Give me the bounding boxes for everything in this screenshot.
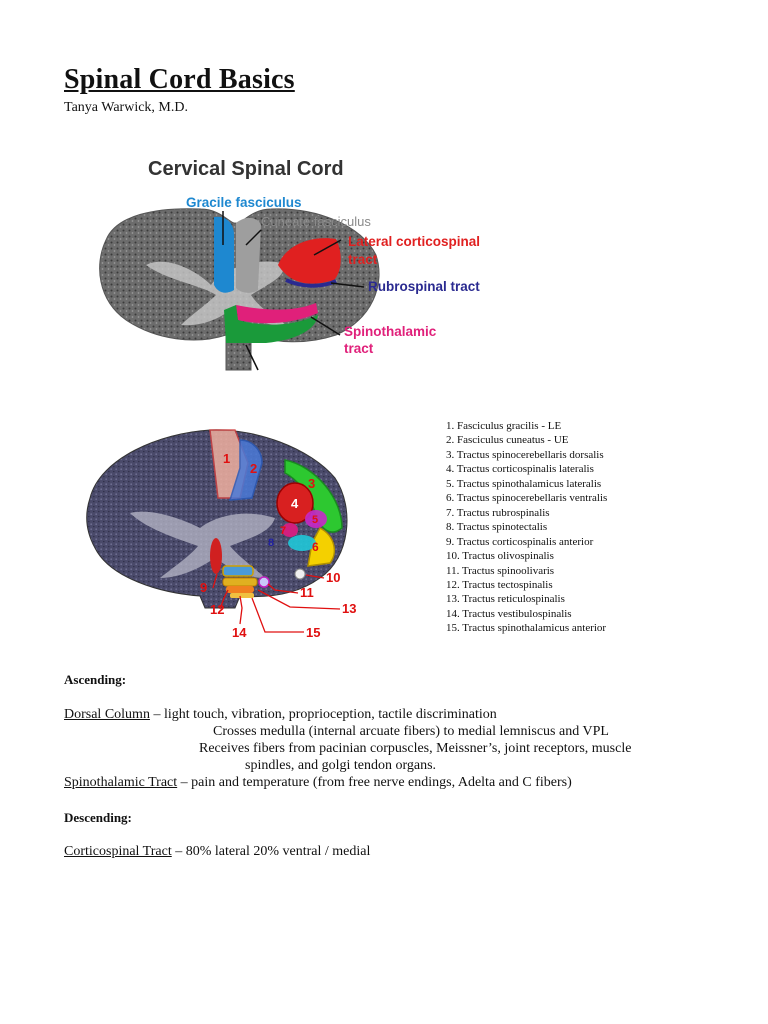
tract-num-5: 5	[312, 514, 318, 526]
list-item: 12. Tractus tectospinalis	[446, 578, 553, 591]
label-cuneate: Cuneate fasciculus	[261, 214, 371, 229]
list-item: 7. Tractus rubrospinalis	[446, 506, 550, 519]
numbered-tracts-figure: 1 2 3 4 5 6 7 8 9 10 11 12 13 14 15	[86, 429, 356, 640]
tract-2	[228, 439, 263, 501]
list-item: 4. Tractus corticospinalis lateralis	[446, 463, 594, 476]
gray-matter-2	[130, 511, 275, 578]
tract-num-7: 7	[280, 525, 286, 537]
tract-num-4: 4	[291, 496, 299, 511]
list-item: 10. Tractus olivospinalis	[446, 550, 554, 563]
tract-13	[222, 577, 258, 587]
list-item: 5. Tractus spinothalamicus lateralis	[446, 477, 602, 490]
tract-num-6: 6	[312, 540, 319, 554]
label-lateral-2: tract	[348, 252, 378, 267]
tract-num-13: 13	[342, 601, 356, 616]
gracile-tract	[214, 216, 234, 293]
cuneate-tract	[236, 217, 261, 293]
list-item: 6. Tractus spinocerebellaris ventralis	[446, 492, 608, 505]
dorsal-line-4: spindles, and golgi tendon organs.	[245, 758, 437, 773]
tract-8	[288, 535, 316, 551]
descending-heading: Descending:	[64, 810, 132, 825]
tract-9	[210, 538, 222, 574]
tract-num-3: 3	[308, 476, 315, 491]
list-item: 13. Tractus reticulospinalis	[446, 593, 565, 606]
tract-num-1: 1	[223, 451, 230, 466]
author: Tanya Warwick, M.D.	[64, 100, 188, 115]
corticospinal-term: Corticospinal Tract	[64, 844, 172, 859]
tract-num-2: 2	[250, 461, 257, 476]
ascending-heading: Ascending:	[64, 672, 127, 687]
tract-6	[307, 526, 336, 567]
dorsal-column-desc: – light touch, vibration, proprioception…	[149, 707, 497, 722]
cervical-spinal-cord-figure: Cervical Spinal Cord Gracile fasciculus …	[99, 158, 480, 371]
list-item: 15. Tractus spinothalamicus anterior	[446, 622, 607, 635]
tract-num-15: 15	[306, 625, 320, 640]
spinothalamic-term: Spinothalamic Tract	[64, 775, 178, 790]
tract-num-8: 8	[268, 537, 274, 549]
tract-14	[226, 586, 254, 593]
label-spinothalamic-2: tract	[344, 341, 374, 356]
label-rubrospinal: Rubrospinal tract	[368, 279, 480, 294]
corticospinal-line: Corticospinal Tract – 80% lateral 20% ve…	[64, 843, 370, 860]
list-item: 8. Tractus spinotectalis	[446, 521, 548, 534]
dorsal-line-3: Receives fibers from pacinian corpuscles…	[199, 741, 632, 756]
tract-12	[222, 565, 254, 577]
list-item: 3. Tractus spinocerebellaris dorsalis	[446, 448, 604, 461]
spinothalamic-line: Spinothalamic Tract – pain and temperatu…	[64, 774, 572, 791]
tract-num-11: 11	[300, 585, 314, 600]
label-lateral-1: Lateral corticospinal	[348, 234, 480, 249]
list-item: 9. Tractus corticospinalis anterior	[446, 535, 594, 548]
list-item: 2. Fasciculus cuneatus - UE	[446, 434, 569, 447]
list-item: 1. Fasciculus gracilis - LE	[446, 420, 562, 432]
dorsal-line-2: Crosses medulla (internal arcuate fibers…	[213, 724, 609, 739]
tract-7	[282, 523, 298, 537]
tract-11	[258, 576, 270, 588]
list-item: 14. Tractus vestibulospinalis	[446, 607, 572, 620]
tract-15	[230, 593, 254, 598]
page-title: Spinal Cord Basics	[64, 64, 295, 95]
label-gracile: Gracile fasciculus	[186, 195, 302, 210]
tract-5	[305, 510, 327, 528]
dorsal-column-term: Dorsal Column	[64, 707, 150, 722]
ventral-tract	[224, 305, 318, 343]
tract-10	[294, 568, 306, 580]
dorsal-column-line: Dorsal Column – light touch, vibration, …	[64, 706, 497, 723]
corticospinal-desc: – 80% lateral 20% ventral / medial	[171, 844, 371, 859]
tract-list: 1. Fasciculus gracilis - LE 2. Fasciculu…	[446, 419, 607, 636]
spinothalamic-desc: – pain and temperature (from free nerve …	[177, 775, 572, 790]
label-spinothalamic-1: Spinothalamic	[344, 324, 437, 339]
spinothalamic-tract	[236, 303, 318, 324]
tract-num-9: 9	[200, 580, 207, 595]
tract-4	[276, 482, 314, 524]
list-item: 11. Tractus spinoolivaris	[446, 564, 555, 577]
tract-num-10: 10	[326, 570, 340, 585]
fig1-title: Cervical Spinal Cord	[148, 158, 344, 180]
tract-num-14: 14	[232, 625, 247, 640]
